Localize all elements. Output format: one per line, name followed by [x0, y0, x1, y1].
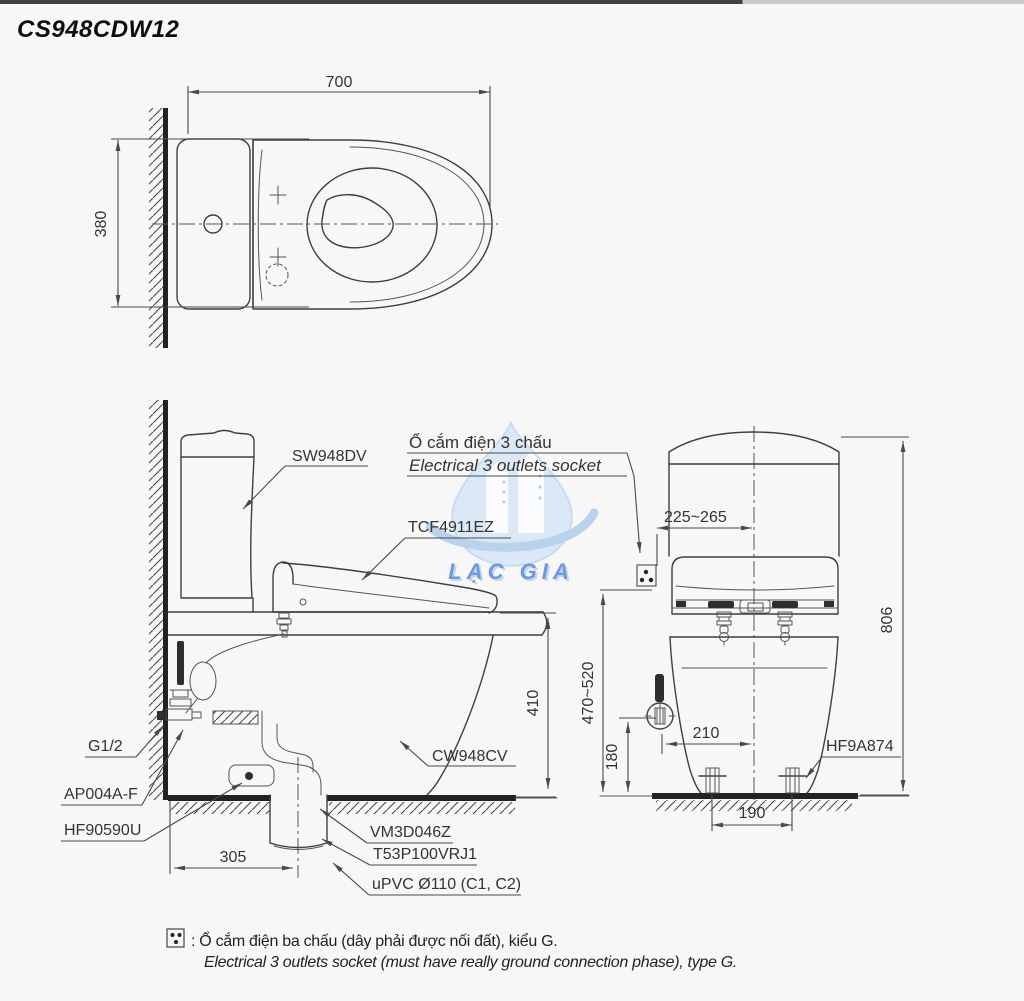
dim-socket-height: 470~520: [580, 589, 652, 792]
bowl-side: [167, 611, 548, 796]
power-socket-symbol: [636, 564, 657, 587]
floor-hatch: [656, 800, 852, 811]
dim-rim-height-value: 410: [525, 690, 542, 717]
label-socket-en: Electrical 3 outlets socket: [409, 456, 602, 475]
dim-trap-setout-value: 305: [220, 849, 247, 866]
dim-depth-700: 700: [187, 74, 491, 210]
dim-supply-offset-value: 210: [693, 725, 720, 742]
floor-line: [168, 795, 271, 801]
top-view: 700 380: [93, 74, 498, 348]
label-upvc-text: uPVC Ø110 (C1, C2): [372, 876, 521, 893]
dim-total-height-806: 806: [841, 436, 909, 796]
label-socket: Ổ cắm điện 3 chấu Electrical 3 outlets s…: [407, 433, 642, 554]
tank-rear: [668, 431, 840, 557]
dim-total-height-value: 806: [879, 607, 896, 634]
tank-side: [180, 429, 255, 613]
side-view: 410 305: [149, 400, 558, 878]
water-inlet-fitting: [276, 612, 292, 638]
hinge-bolt-marks: [269, 185, 287, 267]
dim-rim-height-410: 410: [500, 612, 556, 798]
label-t53p100vrj1-text: T53P100VRJ1: [373, 846, 477, 863]
watermark-text: LẠC GIA: [448, 559, 573, 584]
wall-hatch: [149, 400, 164, 800]
washlet-rear: [671, 556, 839, 615]
dim-supply-height-value: 180: [604, 744, 621, 771]
seat-opening: [306, 167, 438, 283]
water-spot: [321, 194, 394, 249]
part-labels: SW948DV TCF4911EZ Ổ cắm điện 3 chấu Elec…: [61, 433, 901, 896]
label-hf90590u-text: HF90590U: [64, 822, 141, 839]
hidden-fitting-circle: [265, 263, 289, 287]
dim-width-380: 380: [93, 138, 309, 308]
dim-supply-offset-210: 210: [661, 725, 751, 754]
label-bolt-cap: HF9A874: [805, 738, 901, 779]
label-bowl-text: CW948CV: [432, 748, 508, 765]
label-bowl: CW948CV: [399, 740, 516, 767]
model-title: CS948CDW12: [17, 16, 180, 43]
label-drain-pipe: uPVC Ø110 (C1, C2): [332, 862, 521, 896]
label-ap004af-text: AP004A-F: [64, 786, 138, 803]
label-stop-valve: AP004A-F: [61, 729, 184, 806]
floor-hatch: [170, 802, 270, 814]
watermark-logo: LẠC GIA LẠC GIA: [425, 420, 599, 586]
rear-view: 225~265 470~520 180 210 190: [580, 426, 910, 831]
dim-width-value: 380: [93, 211, 110, 238]
floor-bolts: [698, 767, 807, 794]
dim-bolt-spacing-190: 190: [711, 795, 793, 831]
label-tank: SW948DV: [242, 448, 368, 510]
wall-line: [163, 108, 168, 348]
socket-legend-icon: [166, 928, 185, 948]
label-socket-vi: Ổ cắm điện 3 chấu: [409, 433, 552, 452]
label-gasket: HF90590U: [61, 782, 243, 842]
label-washlet: TCF4911EZ: [361, 519, 511, 581]
label-supply-thread: G1/2: [85, 725, 164, 758]
label-washlet-text: TCF4911EZ: [408, 519, 494, 536]
footnote-vi: : Ổ cắm điện ba chấu (dây phải được nối …: [191, 931, 557, 950]
wall-hatch: [149, 108, 164, 348]
floor-line: [327, 795, 516, 801]
dim-socket-height-value: 470~520: [580, 662, 597, 725]
trapway-internals: [212, 710, 322, 796]
floor-line: [652, 793, 858, 799]
supply-valve-rear: [644, 674, 676, 730]
dim-socket-offset-value: 225~265: [664, 509, 727, 526]
label-tank-text: SW948DV: [292, 448, 367, 465]
pedestal-rear: [669, 636, 839, 794]
dim-trap-setout-305: 305: [169, 801, 293, 874]
tank-button: [203, 214, 223, 234]
wall-line: [163, 400, 168, 800]
footnote: : Ổ cắm điện ba chấu (dây phải được nối …: [166, 928, 737, 971]
dim-bolt-spacing-value: 190: [739, 805, 766, 822]
dim-socket-offset: 225~265: [656, 509, 752, 566]
dim-depth-value: 700: [326, 74, 353, 91]
window-edge-bar: [0, 0, 1024, 4]
label-vm3d046z-text: VM3D046Z: [370, 824, 451, 841]
label-g12-text: G1/2: [88, 738, 123, 755]
dim-supply-height-180: 180: [604, 717, 656, 792]
footnote-en: Electrical 3 outlets socket (must have r…: [204, 954, 737, 971]
watermark-text-shadow: LẠC GIA: [450, 561, 575, 586]
gasket: [228, 764, 275, 787]
label-flange: VM3D046Z: [319, 808, 453, 844]
label-drain-socket: T53P100VRJ1: [321, 838, 477, 866]
label-hf9a874-text: HF9A874: [826, 738, 894, 755]
floor-hatch: [329, 802, 515, 814]
supply-plumbing: [157, 633, 285, 721]
